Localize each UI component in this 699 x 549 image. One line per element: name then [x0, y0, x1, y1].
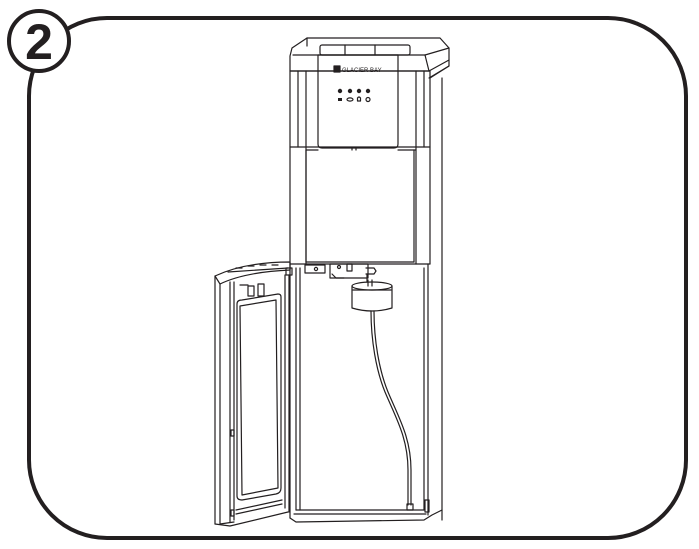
rounded-frame — [27, 16, 688, 540]
pump-assembly — [304, 263, 377, 283]
indicator-light-1 — [337, 88, 343, 94]
indicator-light-4 — [365, 88, 371, 94]
step-number-badge: 2 — [7, 9, 71, 73]
lower-cabinet — [289, 263, 443, 523]
step-number: 2 — [25, 14, 53, 70]
power-icon — [365, 96, 371, 103]
indicator-light-2 — [347, 88, 353, 94]
upper-housing — [289, 65, 450, 148]
brand-label: GLACIER BAY — [342, 68, 382, 74]
indicator-light-3 — [356, 88, 362, 94]
cold-water-icon — [338, 98, 342, 101]
water-tube — [370, 310, 414, 511]
open-cabinet-door — [214, 261, 293, 527]
child-lock-icon — [356, 96, 362, 102]
control-panel: GLACIER BAY — [317, 54, 399, 151]
hot-water-icon — [346, 97, 354, 102]
filter-canister — [351, 279, 393, 312]
brand-logo-icon — [333, 65, 341, 73]
dispensing-area — [289, 77, 443, 521]
